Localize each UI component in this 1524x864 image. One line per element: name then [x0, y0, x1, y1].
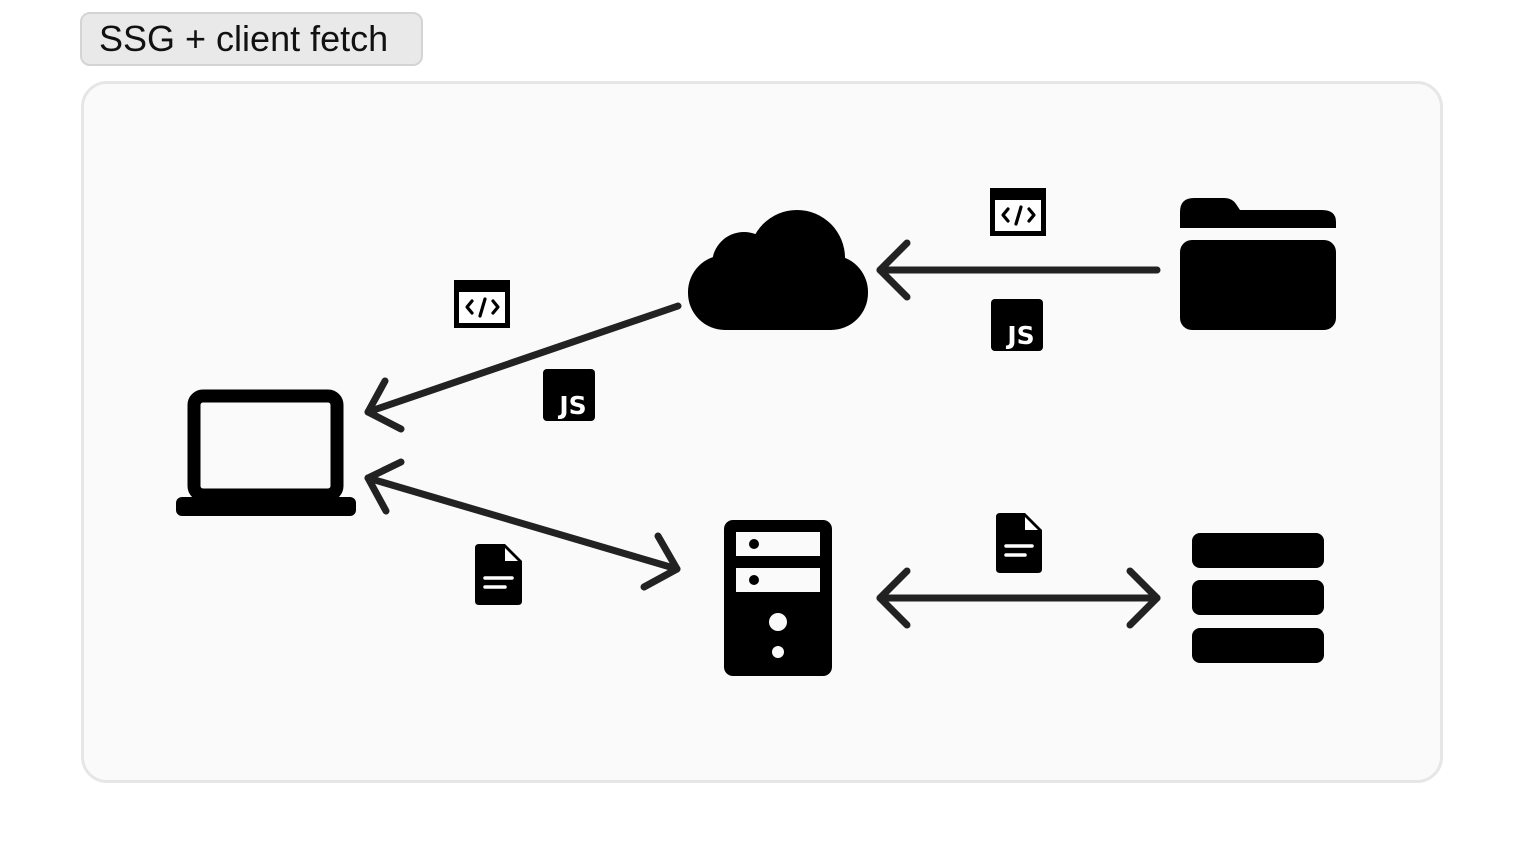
- arrow-cloud-to-laptop: [364, 302, 682, 433]
- arrow-folder-to-cloud: [876, 239, 1161, 301]
- database-icon: [1192, 533, 1324, 663]
- svg-text:JS: JS: [557, 391, 586, 420]
- folder-icon: [1180, 198, 1336, 330]
- arrow-server-database: [876, 567, 1161, 629]
- arrow-laptop-server: [364, 458, 681, 591]
- html-file-icon: [990, 188, 1046, 236]
- js-file-icon: JS: [991, 299, 1043, 351]
- cloud-icon: [688, 210, 868, 330]
- document-icon: [996, 513, 1042, 573]
- js-file-icon: JS: [543, 369, 595, 421]
- html-file-icon: [454, 280, 510, 328]
- svg-text:JS: JS: [1005, 321, 1034, 350]
- ssg-client-fetch-tab[interactable]: SSG + client fetch: [80, 12, 423, 66]
- laptop-icon: [176, 389, 356, 516]
- document-icon: [475, 544, 522, 605]
- server-icon: [724, 520, 832, 676]
